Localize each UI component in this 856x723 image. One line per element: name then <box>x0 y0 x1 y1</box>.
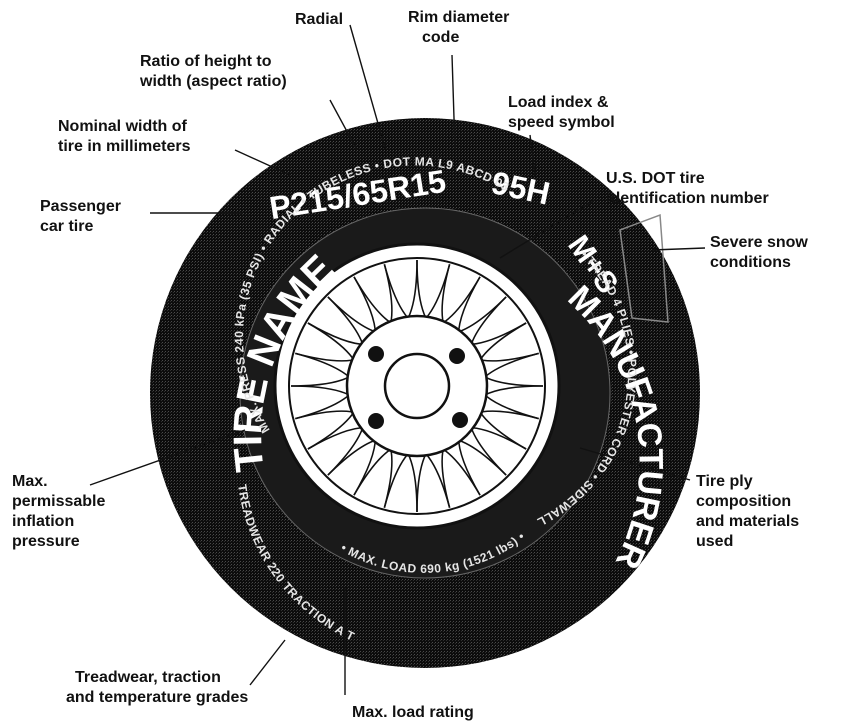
label-max-load: Max. load rating <box>352 704 474 721</box>
label-max-pressure: Max. permissable inflation pressure <box>12 473 110 550</box>
label-rim-diameter: Rim diameter code <box>408 9 514 46</box>
label-aspect-ratio: Ratio of height to width (aspect ratio) <box>139 53 287 90</box>
label-passenger-car: Passenger car tire <box>40 198 125 235</box>
label-tire-ply: Tire ply composition and materials used <box>696 473 804 550</box>
label-nominal-width: Nominal width of tire in millimeters <box>58 118 191 155</box>
label-radial: Radial <box>295 11 343 28</box>
lug-nut <box>452 412 468 428</box>
lug-nut <box>368 413 384 429</box>
hub-center <box>385 354 449 418</box>
label-dot-id: U.S. DOT tire identification number <box>606 170 769 207</box>
lug-nut <box>368 346 384 362</box>
label-load-index: Load index & speed symbol <box>508 94 615 131</box>
label-grades: Treadwear, traction and temperature grad… <box>66 669 248 706</box>
lug-nut <box>449 348 465 364</box>
label-severe-snow: Severe snow conditions <box>710 234 812 271</box>
